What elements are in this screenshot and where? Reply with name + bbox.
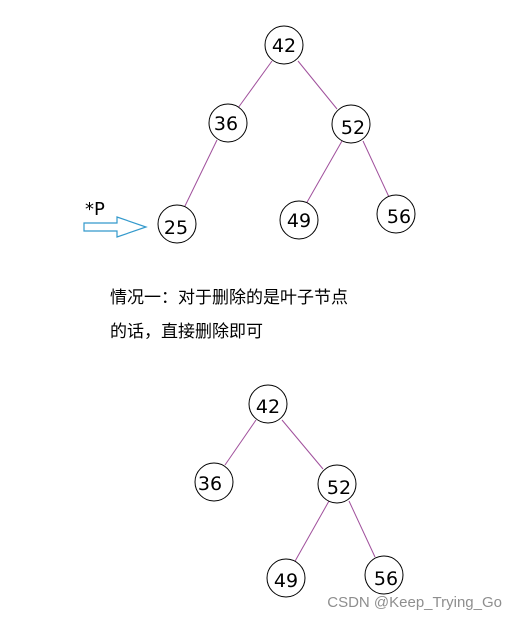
node-42-after: 42 (248, 384, 288, 424)
arrow-right-icon (83, 216, 148, 238)
node-56-before: 56 (376, 194, 416, 234)
watermark: CSDN @Keep_Trying_Go (327, 594, 502, 611)
node-label: 56 (374, 568, 398, 590)
edge-42-52 (297, 60, 338, 110)
node-label: 52 (341, 117, 365, 139)
node-52-before: 52 (331, 104, 371, 144)
edge-36-25 (183, 139, 218, 209)
node-36-before: 36 (208, 103, 248, 143)
caption-line-2: 的话，直接删除即可 (110, 322, 263, 342)
node-36-after: 36 (194, 462, 234, 502)
node-42-before: 42 (264, 25, 304, 65)
node-label: 36 (214, 113, 238, 135)
pointer-label: *P (85, 199, 105, 220)
node-label: 36 (198, 473, 222, 495)
node-label: 25 (164, 217, 188, 239)
node-25-before: 25 (157, 204, 197, 244)
tree-after-edges (224, 419, 376, 564)
caption-line-1: 情况一：对于删除的是叶子节点 (110, 288, 348, 308)
edge-42-36 (237, 60, 273, 109)
edge-52-56 (348, 500, 376, 558)
edge-42-36 (224, 419, 257, 466)
node-label: 42 (256, 396, 280, 418)
pointer: *P (83, 199, 148, 238)
tree-before-edges (183, 60, 390, 209)
edge-52-49 (305, 140, 343, 205)
node-label: 49 (287, 210, 311, 232)
node-49-before: 49 (279, 200, 319, 240)
edge-42-52 (281, 419, 324, 470)
node-52-after: 52 (317, 464, 357, 504)
node-label: 56 (387, 206, 411, 228)
node-label: 49 (274, 570, 298, 592)
node-label: 42 (272, 35, 296, 57)
node-49-after: 49 (266, 558, 306, 598)
node-label: 52 (327, 477, 351, 499)
node-56-after: 56 (364, 555, 404, 595)
edge-52-56 (362, 140, 390, 198)
caption: 情况一：对于删除的是叶子节点 的话，直接删除即可 (110, 281, 430, 349)
edge-52-49 (293, 500, 330, 564)
